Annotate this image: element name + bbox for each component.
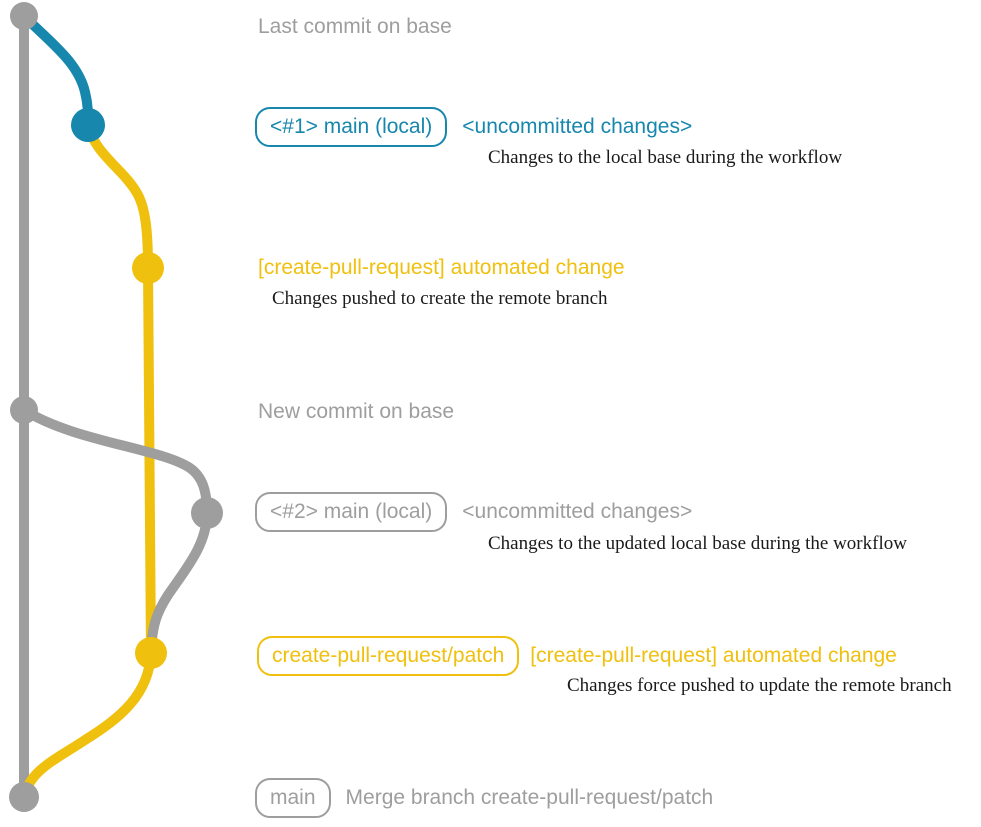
row-patch-commit-2: create-pull-request/patch [create-pull-r… bbox=[257, 636, 897, 676]
caption-local-base-changes-2: Changes to the updated local base during… bbox=[488, 533, 907, 554]
branch-badge-main-local-2: <#2> main (local) bbox=[255, 492, 448, 532]
label-new-commit-on-base: New commit on base bbox=[258, 400, 455, 423]
branch-badge-patch: create-pull-request/patch bbox=[257, 636, 520, 676]
commit-node-local-main-2 bbox=[191, 497, 223, 529]
row-local-main-1: <#1> main (local) <uncommitted changes> bbox=[255, 107, 692, 147]
commit-node-patch-2 bbox=[135, 637, 167, 669]
commit-graph bbox=[9, 2, 223, 812]
row-local-main-2: <#2> main (local) <uncommitted changes> bbox=[255, 492, 692, 532]
row-merge-commit: main Merge branch create-pull-request/pa… bbox=[255, 778, 713, 818]
patch-merge-curve bbox=[19, 648, 156, 802]
commit-title-merge-branch: Merge branch create-pull-request/patch bbox=[345, 786, 714, 809]
commit-node-base-new bbox=[10, 396, 38, 424]
commit-node-base-last bbox=[10, 2, 38, 30]
commit-title-uncommitted-1: <uncommitted changes> bbox=[462, 115, 693, 138]
commit-node-patch-1 bbox=[132, 252, 164, 284]
commit-node-merge bbox=[9, 782, 39, 812]
commit-title-automated-change-1: [create-pull-request] automated change bbox=[258, 256, 625, 279]
branch-badge-main: main bbox=[255, 778, 331, 818]
rebased-main-to-patch-line bbox=[146, 508, 212, 658]
commit-node-local-main-1 bbox=[71, 108, 105, 142]
label-last-commit-on-base: Last commit on base bbox=[258, 15, 452, 38]
local-main-branch-line bbox=[19, 11, 93, 130]
branch-badge-main-local-1: <#1> main (local) bbox=[255, 107, 448, 147]
commit-title-automated-change-2: [create-pull-request] automated change bbox=[530, 644, 897, 667]
rebased-main-branch-line bbox=[19, 405, 212, 518]
row-patch-commit-1: [create-pull-request] automated change bbox=[258, 256, 625, 280]
caption-force-pushed-update: Changes force pushed to update the remot… bbox=[567, 675, 952, 696]
commit-title-uncommitted-2: <uncommitted changes> bbox=[462, 500, 693, 523]
patch-branch-curve-top bbox=[83, 120, 153, 273]
caption-pushed-create-branch: Changes pushed to create the remote bran… bbox=[272, 288, 608, 309]
caption-local-base-changes-1: Changes to the local base during the wor… bbox=[488, 147, 843, 168]
patch-branch-line bbox=[143, 263, 156, 658]
